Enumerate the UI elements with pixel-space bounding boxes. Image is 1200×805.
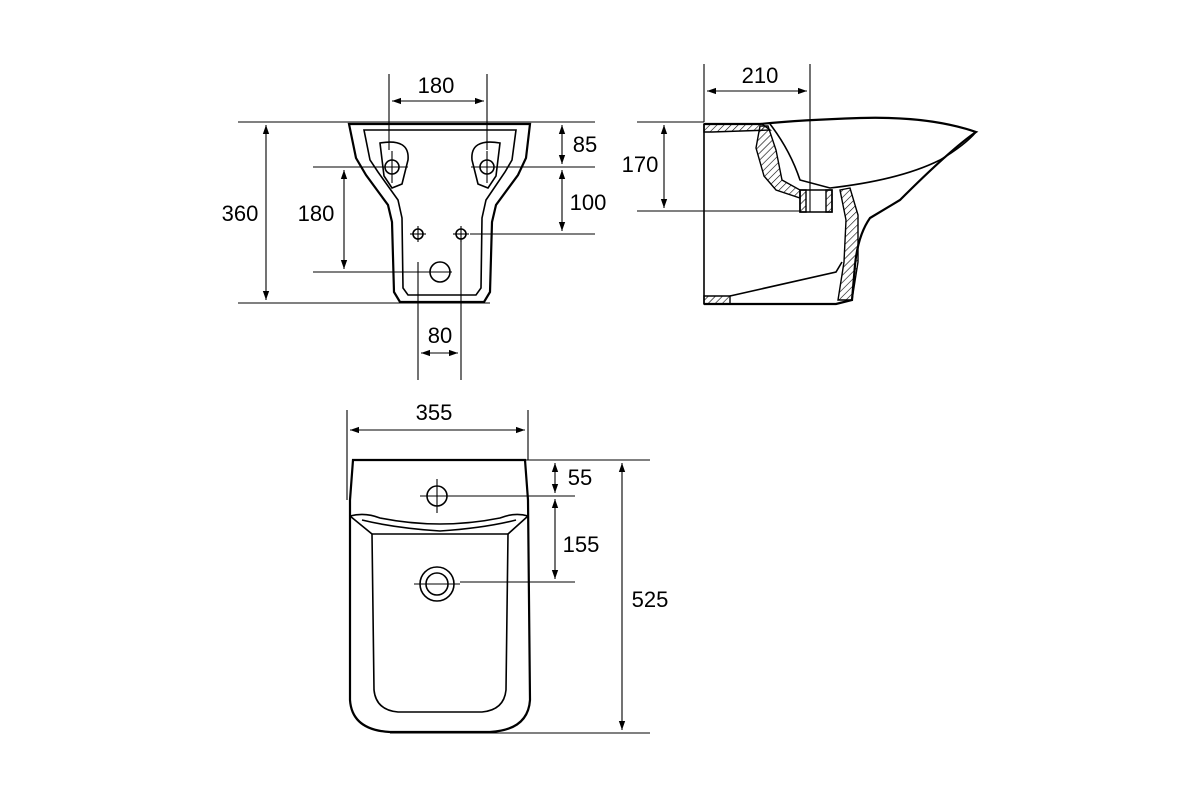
dim-bolts-to-holes: 100 (570, 190, 607, 215)
dim-bolt-spacing: 180 (418, 73, 455, 98)
top-bowl (371, 533, 509, 713)
dim-overall-height: 360 (222, 201, 259, 226)
rear-basin-inner (363, 129, 517, 296)
dim-top-to-bolts: 85 (573, 132, 597, 157)
top-outer-outline (348, 458, 532, 734)
dim-overall-depth: 525 (632, 587, 669, 612)
rear-view: 180 360 180 85 100 80 (222, 73, 607, 380)
top-rim-lip (349, 513, 529, 525)
side-underside (729, 261, 843, 297)
side-inner-bowl (769, 123, 977, 189)
dim-width: 355 (416, 400, 453, 425)
side-section-base (703, 295, 731, 305)
dim-bolts-to-drain: 180 (298, 201, 335, 226)
right-bolt-slot (471, 141, 501, 189)
dim-tap-to-drain: 155 (563, 532, 600, 557)
dim-depth-to-tap: 210 (742, 63, 779, 88)
top-rim-lip-inner (361, 519, 517, 532)
dim-height-to-outlet: 170 (622, 152, 659, 177)
side-section-rim (703, 123, 773, 133)
top-view: 355 55 155 525 (346, 400, 669, 734)
dim-drain-offset: 80 (428, 323, 452, 348)
top-bowl-edge (349, 515, 529, 535)
rear-basin-outline (347, 122, 532, 304)
side-section-outlet (799, 189, 833, 213)
side-view: 210 170 (622, 63, 979, 306)
side-section-shell (837, 187, 859, 301)
dim-tap-hole-offset: 55 (568, 465, 592, 490)
